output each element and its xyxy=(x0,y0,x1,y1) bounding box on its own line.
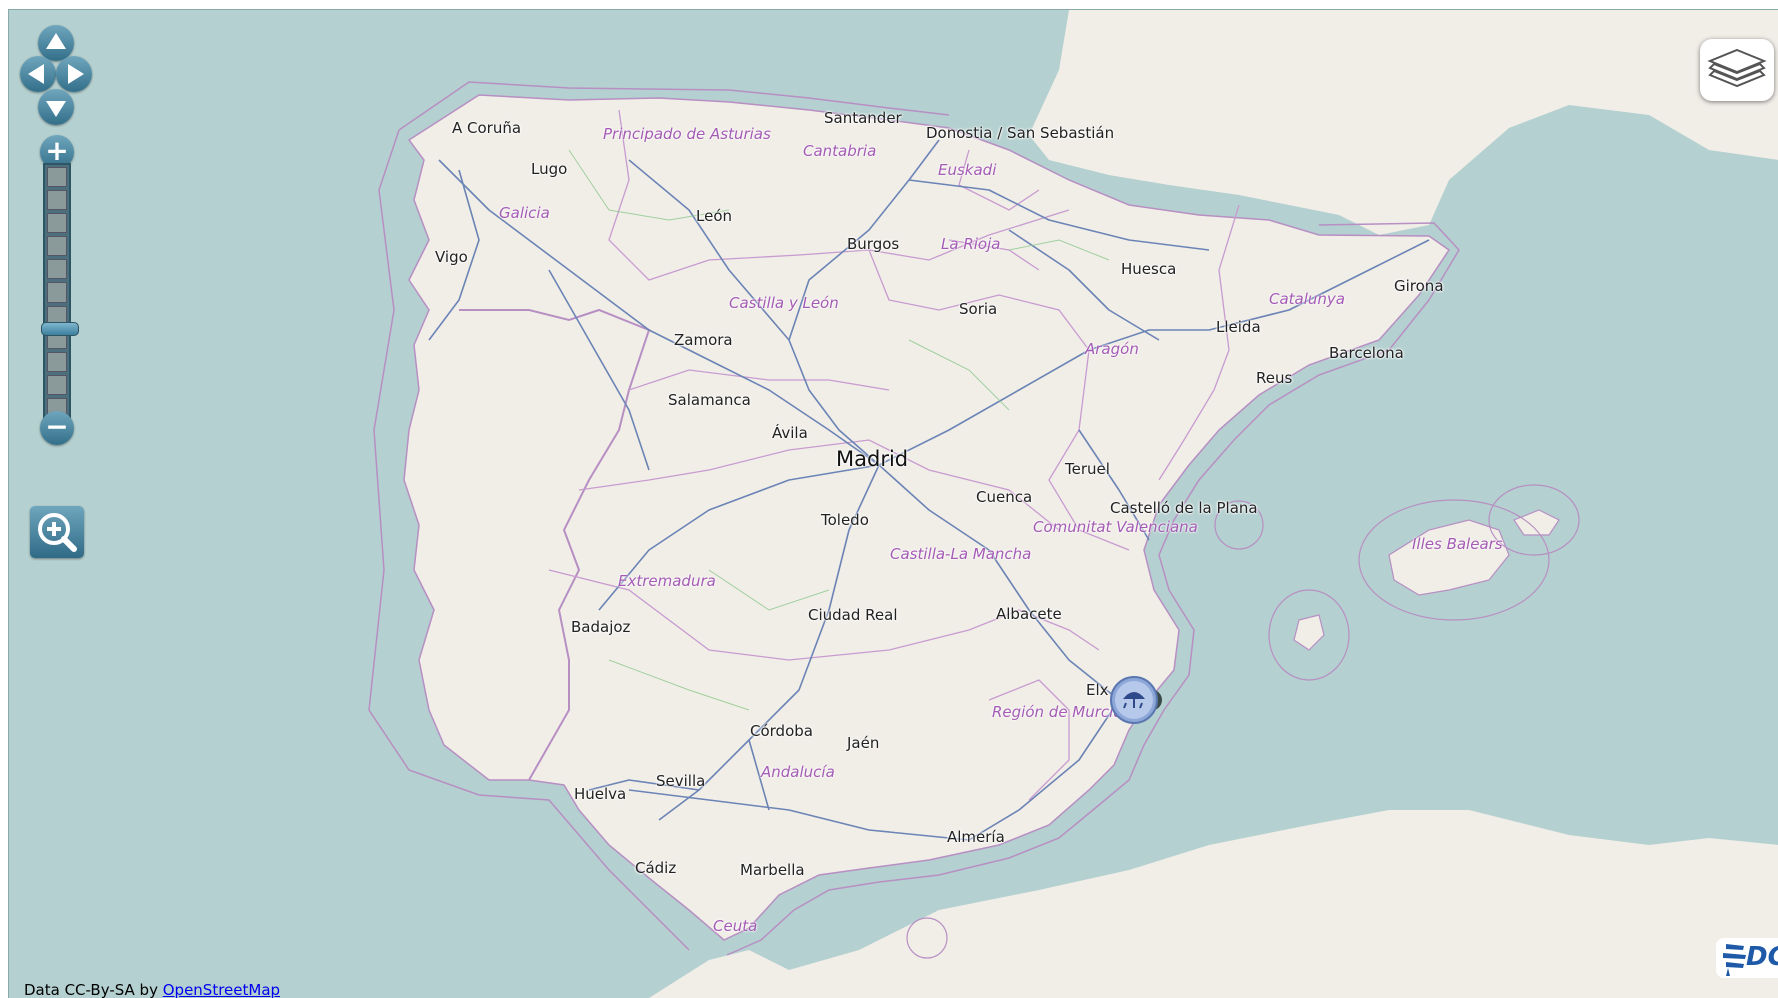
zoom-level-tick[interactable] xyxy=(47,282,67,303)
magnifier-plus-icon xyxy=(38,513,77,552)
pan-left-button[interactable] xyxy=(20,56,56,92)
region-label: La Rioja xyxy=(941,235,1001,253)
layer-switcher-button[interactable] xyxy=(1700,39,1774,101)
zoom-level-tick[interactable] xyxy=(47,190,67,211)
dgt-logo-text: DGT xyxy=(1746,942,1778,972)
city-label: Huesca xyxy=(1121,260,1177,278)
base-map-tiles xyxy=(9,10,1778,998)
region-label: Ceuta xyxy=(713,917,758,935)
city-label: Elx xyxy=(1086,681,1109,699)
pan-right-button[interactable] xyxy=(56,56,92,92)
zoom-box-button[interactable] xyxy=(30,506,84,558)
city-label: Huelva xyxy=(574,785,627,803)
dgt-logo: DGT xyxy=(1716,938,1778,978)
pan-down-button[interactable] xyxy=(38,89,74,125)
city-label: A Coruña xyxy=(452,119,522,137)
map-viewport[interactable]: A Coruña Lugo Vigo León Santander Donost… xyxy=(8,9,1778,998)
city-label: Marbella xyxy=(740,861,805,879)
city-label: Donostia / San Sebastián xyxy=(926,124,1115,142)
arrow-up-icon xyxy=(46,33,66,49)
region-label: Catalunya xyxy=(1269,290,1345,308)
capital-label: Madrid xyxy=(836,447,909,471)
region-label: Principado de Asturias xyxy=(603,125,771,143)
zoom-slider[interactable]: + − xyxy=(40,134,79,447)
city-label: Santander xyxy=(824,109,902,127)
city-label: Toledo xyxy=(821,511,869,529)
city-label: Soria xyxy=(959,300,998,318)
city-label: León xyxy=(696,207,733,225)
region-label: Cantabria xyxy=(803,142,877,160)
city-label: Zamora xyxy=(674,331,733,349)
region-label: Castilla y León xyxy=(729,294,839,312)
city-label: Córdoba xyxy=(750,722,813,740)
arrow-down-icon xyxy=(46,101,66,117)
city-label: Almería xyxy=(947,828,1005,846)
region-label: Extremadura xyxy=(618,572,716,590)
openstreetmap-link[interactable]: OpenStreetMap xyxy=(162,981,281,998)
rain-weather-icon xyxy=(1110,676,1162,724)
city-label: Vigo xyxy=(435,248,468,266)
city-label: Reus xyxy=(1256,369,1293,387)
city-label: Ciudad Real xyxy=(808,606,898,624)
zoom-track[interactable] xyxy=(41,163,79,425)
zoom-handle[interactable] xyxy=(41,322,79,337)
city-label: Badajoz xyxy=(571,618,631,636)
arrow-left-icon xyxy=(28,64,44,84)
city-label: Jaén xyxy=(847,734,880,752)
city-label: Cuenca xyxy=(976,488,1033,506)
city-label: Teruel xyxy=(1065,460,1110,478)
attribution-prefix: Data CC-By-SA by xyxy=(24,981,158,998)
zoom-level-tick[interactable] xyxy=(47,213,67,234)
city-label: Albacete xyxy=(996,605,1062,623)
region-label: Castilla-La Mancha xyxy=(890,545,1032,563)
region-label: Galicia xyxy=(499,204,550,222)
region-label: Comunitat Valenciana xyxy=(1033,518,1198,536)
region-label: Illes Balears xyxy=(1412,535,1503,553)
region-label: Euskadi xyxy=(938,161,997,179)
city-label: Lleida xyxy=(1216,318,1261,336)
zoom-out-button[interactable]: − xyxy=(40,411,74,445)
city-label: Salamanca xyxy=(668,391,751,409)
city-label: Lugo xyxy=(531,160,568,178)
map-attribution: Data CC-By-SA by OpenStreetMap xyxy=(24,981,280,998)
city-label: Barcelona xyxy=(1329,344,1404,362)
zoom-level-tick[interactable] xyxy=(47,374,67,395)
city-label: Burgos xyxy=(847,235,900,253)
city-label: Cádiz xyxy=(635,859,677,877)
zoom-level-tick[interactable] xyxy=(47,351,67,372)
city-label: Girona xyxy=(1394,277,1444,295)
arrow-right-icon xyxy=(68,64,84,84)
pan-up-button[interactable] xyxy=(38,25,74,61)
zoom-level-tick[interactable] xyxy=(47,236,67,257)
region-label: Aragón xyxy=(1085,340,1139,358)
zoom-out-label: − xyxy=(45,410,69,443)
zoom-in-label: + xyxy=(45,134,69,167)
region-label: Región de Murcia xyxy=(992,703,1123,721)
weather-incident-marker[interactable] xyxy=(1110,673,1166,729)
layers-icon xyxy=(1707,48,1767,88)
city-label: Sevilla xyxy=(656,772,706,790)
city-label: Castelló de la Plana xyxy=(1110,499,1258,517)
region-label: Andalucía xyxy=(761,763,835,781)
zoom-level-tick[interactable] xyxy=(47,259,67,280)
zoom-level-tick[interactable] xyxy=(47,167,67,188)
city-label: Ávila xyxy=(772,424,808,442)
